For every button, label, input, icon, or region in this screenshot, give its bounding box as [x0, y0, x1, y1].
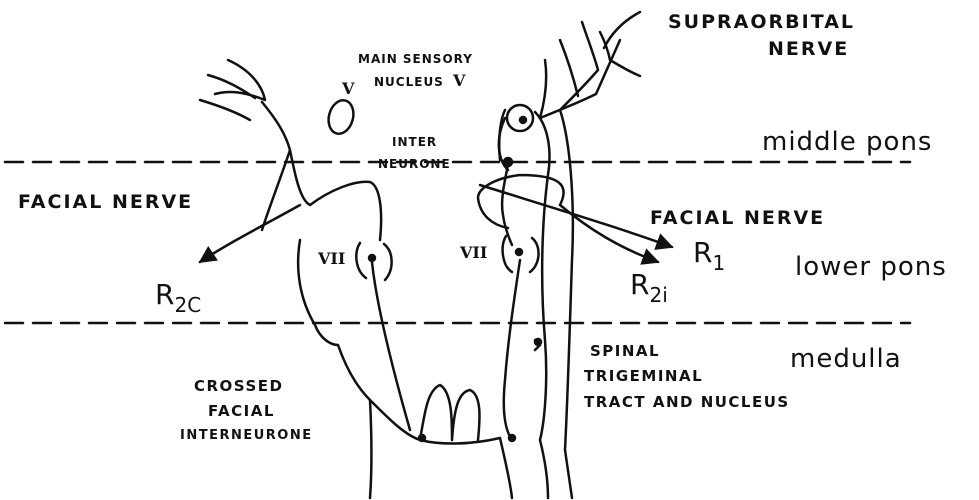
crossed-interneurone-loops: [420, 385, 500, 444]
lower-fibers: [370, 400, 572, 498]
facial-nerve-left-label: FACIAL NERVE: [18, 192, 193, 213]
left-facial-nucleus-dot: [369, 255, 375, 261]
vii-right-label: VII: [460, 244, 487, 262]
main-sensory-label-line-2: NUCLEUS V: [374, 72, 473, 90]
r2c-sub: 2C: [174, 293, 201, 317]
interneurone-label-line-2: NEURONE: [378, 158, 451, 171]
crossed-facial-label: CROSSED FACIAL INTERNEURONE: [180, 378, 313, 443]
main-sensory-label-word: NUCLEUS: [374, 75, 444, 89]
spinal-trigeminal-line-2: TRIGEMINAL: [584, 368, 790, 385]
r1-base: R: [693, 236, 712, 269]
r1-label: R1: [693, 238, 725, 274]
crossed-facial-line-3: INTERNEURONE: [180, 429, 313, 443]
spinal-trigeminal-dot: [509, 435, 515, 441]
spinal-trigeminal-tract: [504, 260, 540, 440]
facial-nerve-right-label: FACIAL NERVE: [650, 208, 825, 229]
lower-pons-label: lower pons: [795, 253, 947, 282]
supraorbital-nerve-branches: [540, 12, 640, 118]
r1-sub: 1: [712, 251, 725, 275]
interneurone-label-line-1: INTER: [392, 136, 451, 149]
supraorbital-nerve-label: SUPRAORBITAL NERVE: [668, 12, 855, 60]
left-nucleus-roman-label: V: [342, 80, 354, 98]
middle-pons-label: middle pons: [762, 128, 932, 157]
spinal-trigeminal-dot-2: [535, 339, 541, 345]
left-facial-motor-fiber: [372, 262, 410, 430]
supraorbital-label-line-1: SUPRAORBITAL: [668, 12, 855, 33]
right-upper-outline: [499, 60, 546, 160]
interneurone-label: INTER NEURONE: [392, 136, 451, 171]
spinal-trigeminal-line-1: SPINAL: [590, 343, 790, 360]
r2i-label: R2i: [630, 270, 668, 306]
supraorbital-label-line-2: NERVE: [768, 39, 855, 60]
main-sensory-nucleus-label: MAIN SENSORY NUCLEUS V: [358, 53, 473, 90]
crossed-facial-line-2: FACIAL: [208, 403, 313, 420]
main-sensory-roman-right: V: [453, 71, 466, 90]
main-sensory-label-line-1: MAIN SENSORY: [358, 53, 473, 66]
right-facial-nucleus-dot: [516, 249, 522, 255]
crossed-interneurone-left-dot: [419, 435, 425, 441]
medulla-label: medulla: [790, 345, 902, 374]
r2i-base: R: [630, 268, 649, 301]
vii-left-label: VII: [318, 250, 345, 268]
main-sensory-nucleus-dot: [520, 117, 526, 123]
spinal-trigeminal-line-3: TRACT AND NUCLEUS: [584, 394, 790, 411]
crossed-facial-line-1: CROSSED: [194, 378, 313, 395]
r2i-sub: 2i: [649, 283, 667, 307]
facial-nerve-left-arrow: [200, 205, 300, 262]
spinal-trigeminal-label: SPINAL TRIGEMINAL TRACT AND NUCLEUS: [584, 343, 790, 411]
r2c-label: R2C: [155, 280, 201, 316]
ipsilateral-loop: [478, 175, 564, 228]
left-nucleus-v-oval: [325, 97, 357, 136]
r2c-base: R: [155, 278, 174, 311]
